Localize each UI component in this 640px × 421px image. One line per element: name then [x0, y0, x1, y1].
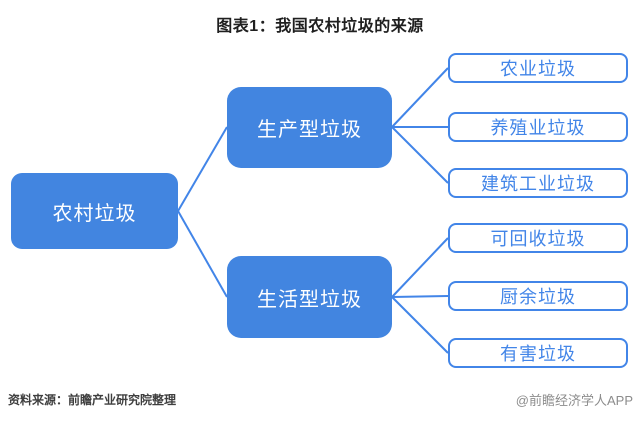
node-leaf-recyclable-garbage: 可回收垃圾	[448, 223, 628, 253]
figure-title: 图表1：我国农村垃圾的来源	[216, 18, 424, 35]
node-leaf-kitchen-garbage: 厨余垃圾	[448, 281, 628, 311]
node-root-rural-garbage: 农村垃圾	[11, 173, 178, 249]
node-label: 生活型垃圾	[257, 288, 362, 311]
leaf-label: 养殖业垃圾	[490, 118, 586, 138]
leaf-label: 农业垃圾	[500, 59, 576, 79]
node-label: 生产型垃圾	[257, 119, 362, 141]
node-branch-production-garbage: 生产型垃圾	[227, 87, 392, 168]
leaf-label: 厨余垃圾	[500, 287, 576, 307]
node-branch-household-garbage: 生活型垃圾	[227, 256, 392, 338]
node-leaf-breeding-garbage: 养殖业垃圾	[448, 112, 628, 142]
node-leaf-hazardous-garbage: 有害垃圾	[448, 338, 628, 368]
leaf-label: 可回收垃圾	[490, 229, 586, 249]
node-leaf-construction-garbage: 建筑工业垃圾	[448, 168, 628, 198]
watermark: @前瞻经济学人APP	[515, 393, 633, 408]
node-label: 农村垃圾	[52, 202, 137, 225]
node-leaf-agricultural-garbage: 农业垃圾	[448, 53, 628, 83]
leaf-label: 有害垃圾	[500, 344, 576, 364]
leaf-label: 建筑工业垃圾	[481, 174, 595, 194]
data-source-note: 资料来源：前瞻产业研究院整理	[8, 393, 177, 407]
